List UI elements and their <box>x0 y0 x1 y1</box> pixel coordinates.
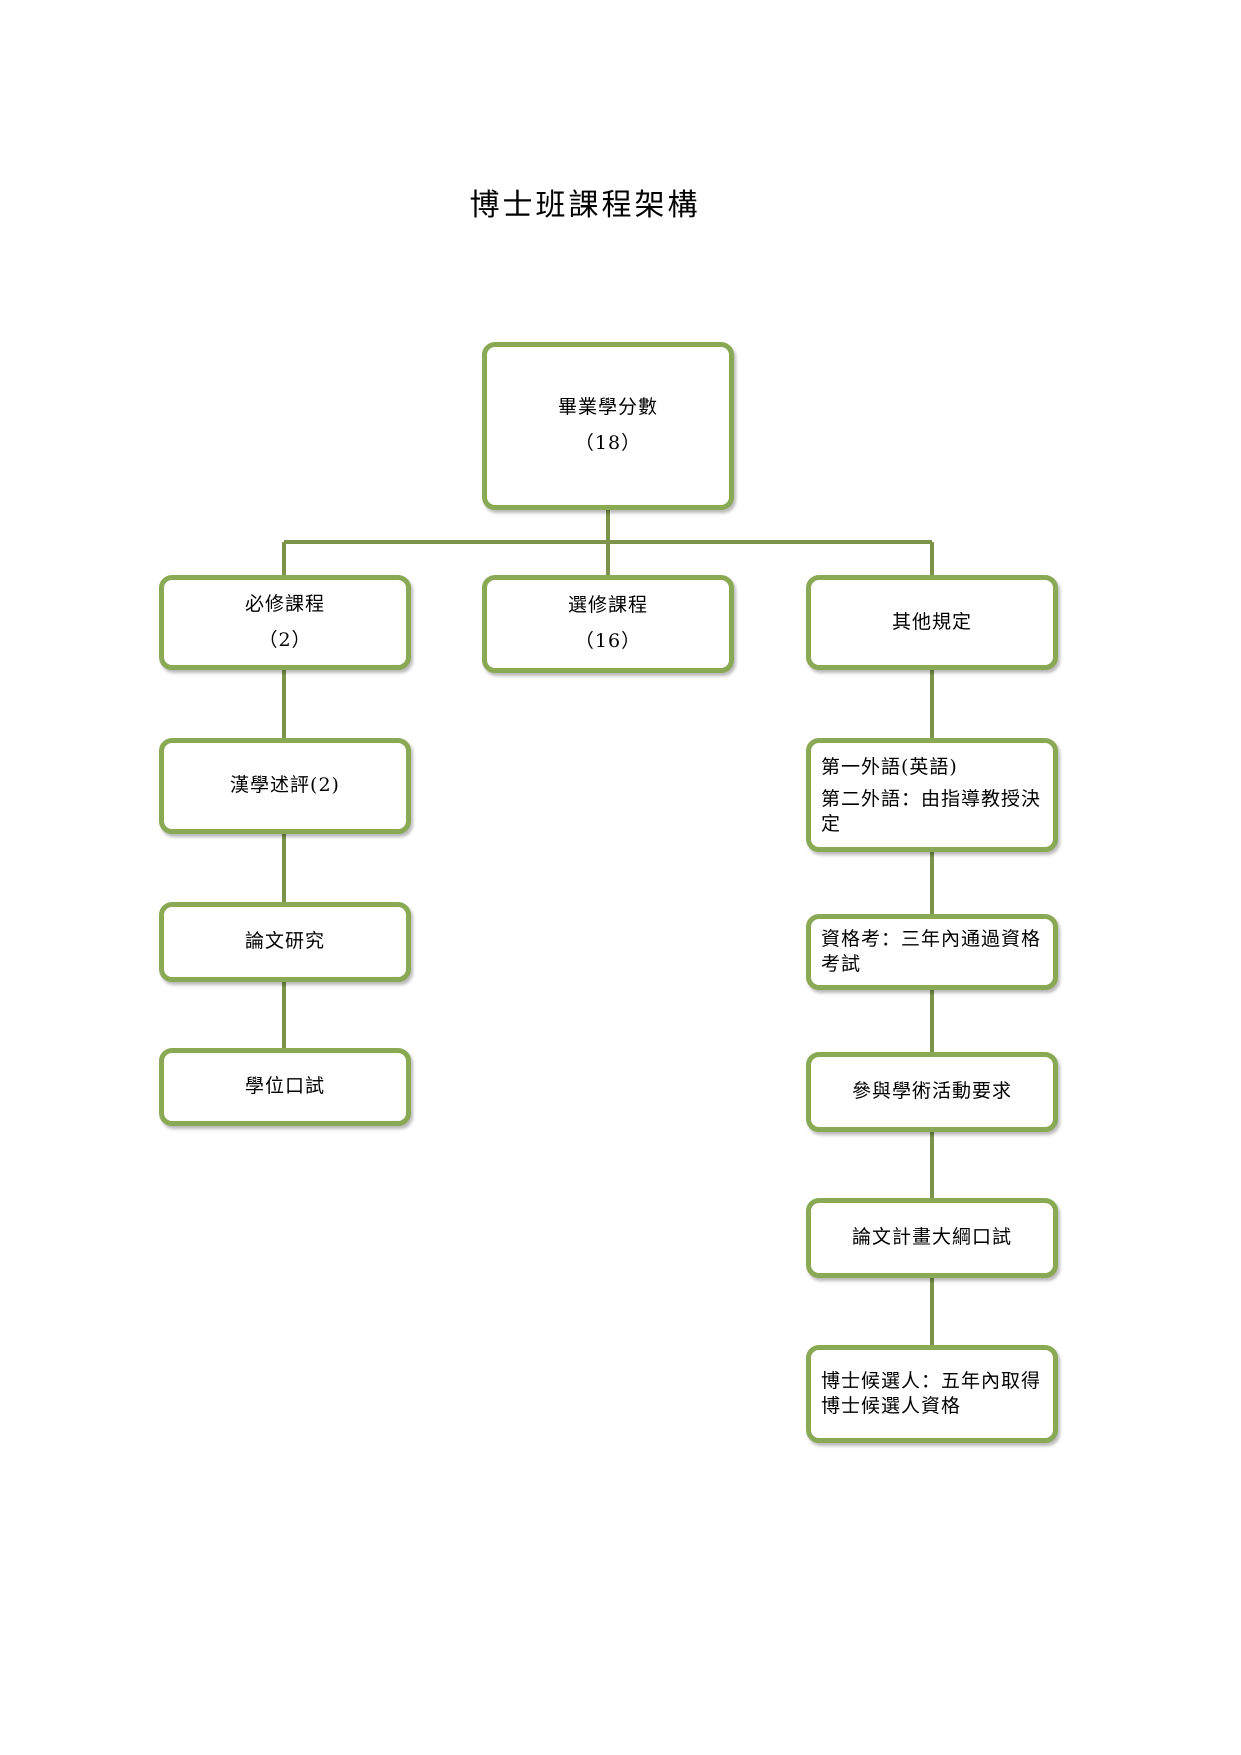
node-academic-activities: 參與學術活動要求 <box>806 1052 1058 1132</box>
node-academic-activities-label: 參與學術活動要求 <box>851 1080 1012 1103</box>
node-foreign-languages: 第一外語(英語) 第二外語：由指導教授決定 <box>806 738 1058 852</box>
node-doctoral-candidate-label: 博士候選人：五年內取得博士候選人資格 <box>821 1370 1042 1417</box>
node-required-courses-label: 必修課程 <box>244 592 325 615</box>
page-title: 博士班課程架構 <box>469 188 701 223</box>
node-other-rules: 其他規定 <box>806 575 1058 670</box>
node-degree-oral-exam-label: 學位口試 <box>244 1075 325 1098</box>
node-elective-courses-value: （16） <box>574 630 642 652</box>
node-elective-courses-label: 選修課程 <box>567 594 648 617</box>
node-doctoral-candidate: 博士候選人：五年內取得博士候選人資格 <box>806 1345 1058 1443</box>
node-thesis-research-label: 論文研究 <box>244 930 325 953</box>
node-graduation-credits: 畢業學分數 （18） <box>482 342 734 510</box>
node-other-rules-label: 其他規定 <box>891 610 972 633</box>
node-graduation-credits-value: （18） <box>574 432 642 454</box>
node-thesis-research: 論文研究 <box>159 902 411 982</box>
node-han-review: 漢學述評(2) <box>159 738 411 834</box>
node-proposal-oral-exam: 論文計畫大綱口試 <box>806 1198 1058 1278</box>
node-proposal-oral-exam-label: 論文計畫大綱口試 <box>851 1226 1012 1249</box>
node-required-courses-value: （2） <box>258 628 312 651</box>
node-degree-oral-exam: 學位口試 <box>159 1048 411 1126</box>
node-required-courses: 必修課程 （2） <box>159 575 411 670</box>
node-han-review-label: 漢學述評(2) <box>230 774 340 797</box>
node-foreign-languages-line1: 第一外語(英語) <box>821 755 958 778</box>
node-elective-courses: 選修課程 （16） <box>482 575 734 673</box>
node-graduation-credits-label: 畢業學分數 <box>557 396 658 419</box>
node-qualifying-exam-label: 資格考：三年內通過資格考試 <box>821 928 1042 975</box>
node-qualifying-exam: 資格考：三年內通過資格考試 <box>806 914 1058 990</box>
node-foreign-languages-line2: 第二外語：由指導教授決定 <box>821 788 1042 835</box>
